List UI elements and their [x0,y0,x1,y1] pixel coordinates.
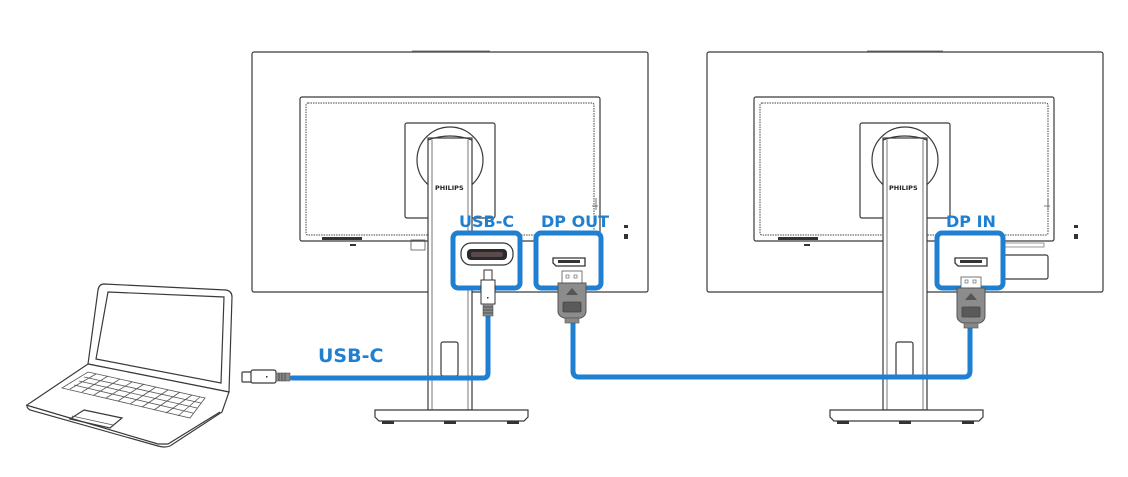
laptop-screen [95,291,225,384]
usbc-port-label: USB-C [459,212,514,231]
monitor-right-cable-clip [895,341,914,377]
usbc-cable [289,310,491,381]
monitor-right-kensington-icon [1074,234,1078,239]
monitor-left-kensington-icon [624,234,628,239]
monitor-left-cable-clip [440,341,459,377]
laptop-trackpad [68,409,124,429]
monitor-left-brand: PHILIPS [435,184,464,192]
dp-out-plug-icon [557,270,587,324]
monitor-right-port-cover [1003,254,1049,280]
dp-out-port-label: DP OUT [541,212,609,231]
laptop-usbc-plug-icon [241,369,291,384]
dp-cable [570,315,973,380]
usbc-cable-label: USB-C [318,345,383,367]
monitor-right-base [829,409,984,422]
monitor-left-power-icon [624,225,628,228]
dp-in-port-label: DP IN [946,212,996,231]
laptop [25,283,233,448]
monitor-left-headphone-icon [592,198,598,210]
dp-out-port-highlight [533,230,604,291]
monitor-right: PHILIPS [706,50,1104,424]
monitor-left-vent-border [305,102,595,236]
monitor-right-brand: PHILIPS [889,184,918,192]
monitor-left-base [374,409,529,422]
monitor-usbc-plug-icon [480,269,496,317]
dp-in-plug-icon [956,276,986,329]
laptop-keyboard [60,371,206,419]
monitor-left: PHILIPS [251,50,649,424]
dp-in-port-highlight [934,230,1006,291]
